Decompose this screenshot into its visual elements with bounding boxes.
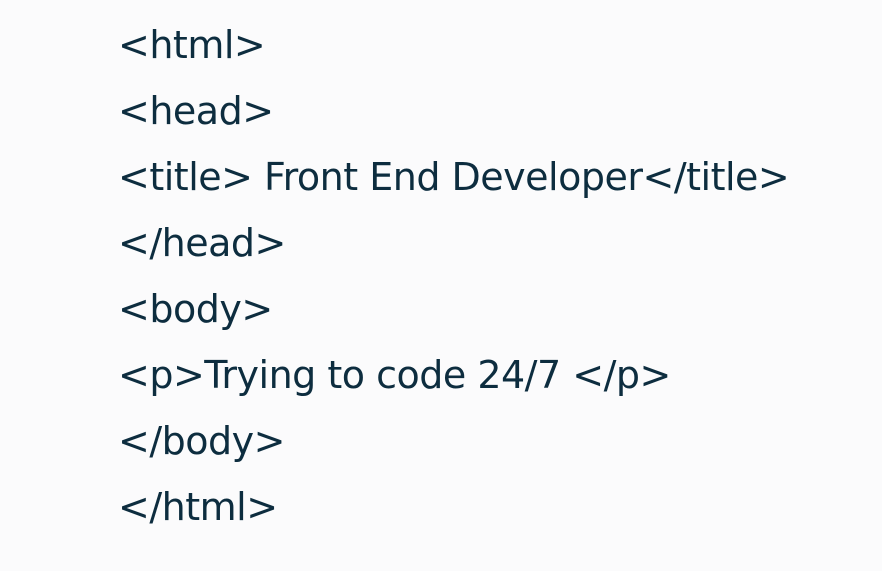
code-line-head-open: <head> xyxy=(118,89,274,133)
code-line-html-close: </html> xyxy=(118,485,278,529)
code-line-paragraph: <p>Trying to code 24/7 </p> xyxy=(118,353,671,397)
code-line-title: <title> Front End Developer</title> xyxy=(118,155,790,199)
code-line-body-open: <body> xyxy=(118,287,273,331)
html-code-snippet: <html> <head> <title> Front End Develope… xyxy=(118,22,790,550)
code-line-html-open: <html> xyxy=(118,23,266,67)
code-line-head-close: </head> xyxy=(118,221,286,265)
code-line-body-close: </body> xyxy=(118,419,285,463)
